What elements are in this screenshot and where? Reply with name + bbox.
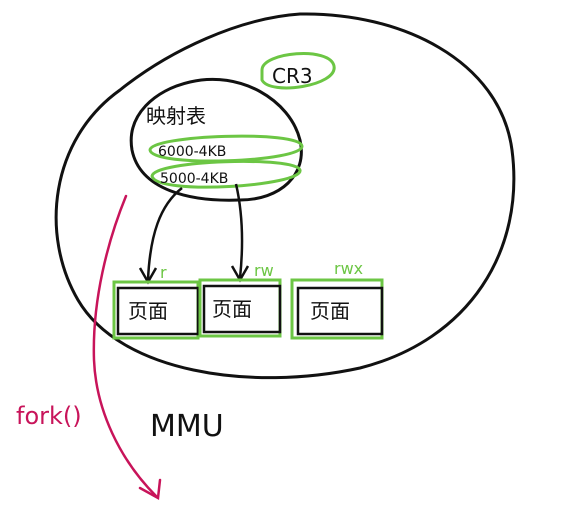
mapping-arrow-2: [234, 183, 244, 279]
page-1-label: 页面: [128, 299, 168, 323]
entry-1-text: 6000-4KB: [158, 144, 226, 160]
cr3-label: CR3: [272, 64, 313, 88]
page-2-box: [202, 284, 282, 334]
entry-2-highlight: [150, 159, 302, 189]
page-table-title: 映射表: [146, 104, 206, 128]
fork-arrow: [92, 194, 158, 498]
fork-arrow-head: [138, 478, 162, 501]
page-2-permission: rw: [254, 261, 274, 280]
address-space-outline: [54, 12, 516, 380]
mapping-arrow-1: [146, 187, 183, 281]
page-1-box: [116, 286, 200, 336]
cr3-highlight: [260, 52, 336, 90]
entry-2-text: 5000-4KB: [160, 171, 228, 187]
page-2-label: 页面: [212, 297, 252, 321]
page-3-permission: rwx: [334, 259, 363, 278]
mmu-label: MMU: [150, 409, 224, 444]
page-3-box: [296, 286, 384, 336]
entry-1-highlight: [148, 134, 304, 163]
page-1-permission: r: [160, 263, 167, 282]
page-3-label: 页面: [310, 299, 350, 323]
fork-call-label: fork(): [16, 402, 82, 430]
